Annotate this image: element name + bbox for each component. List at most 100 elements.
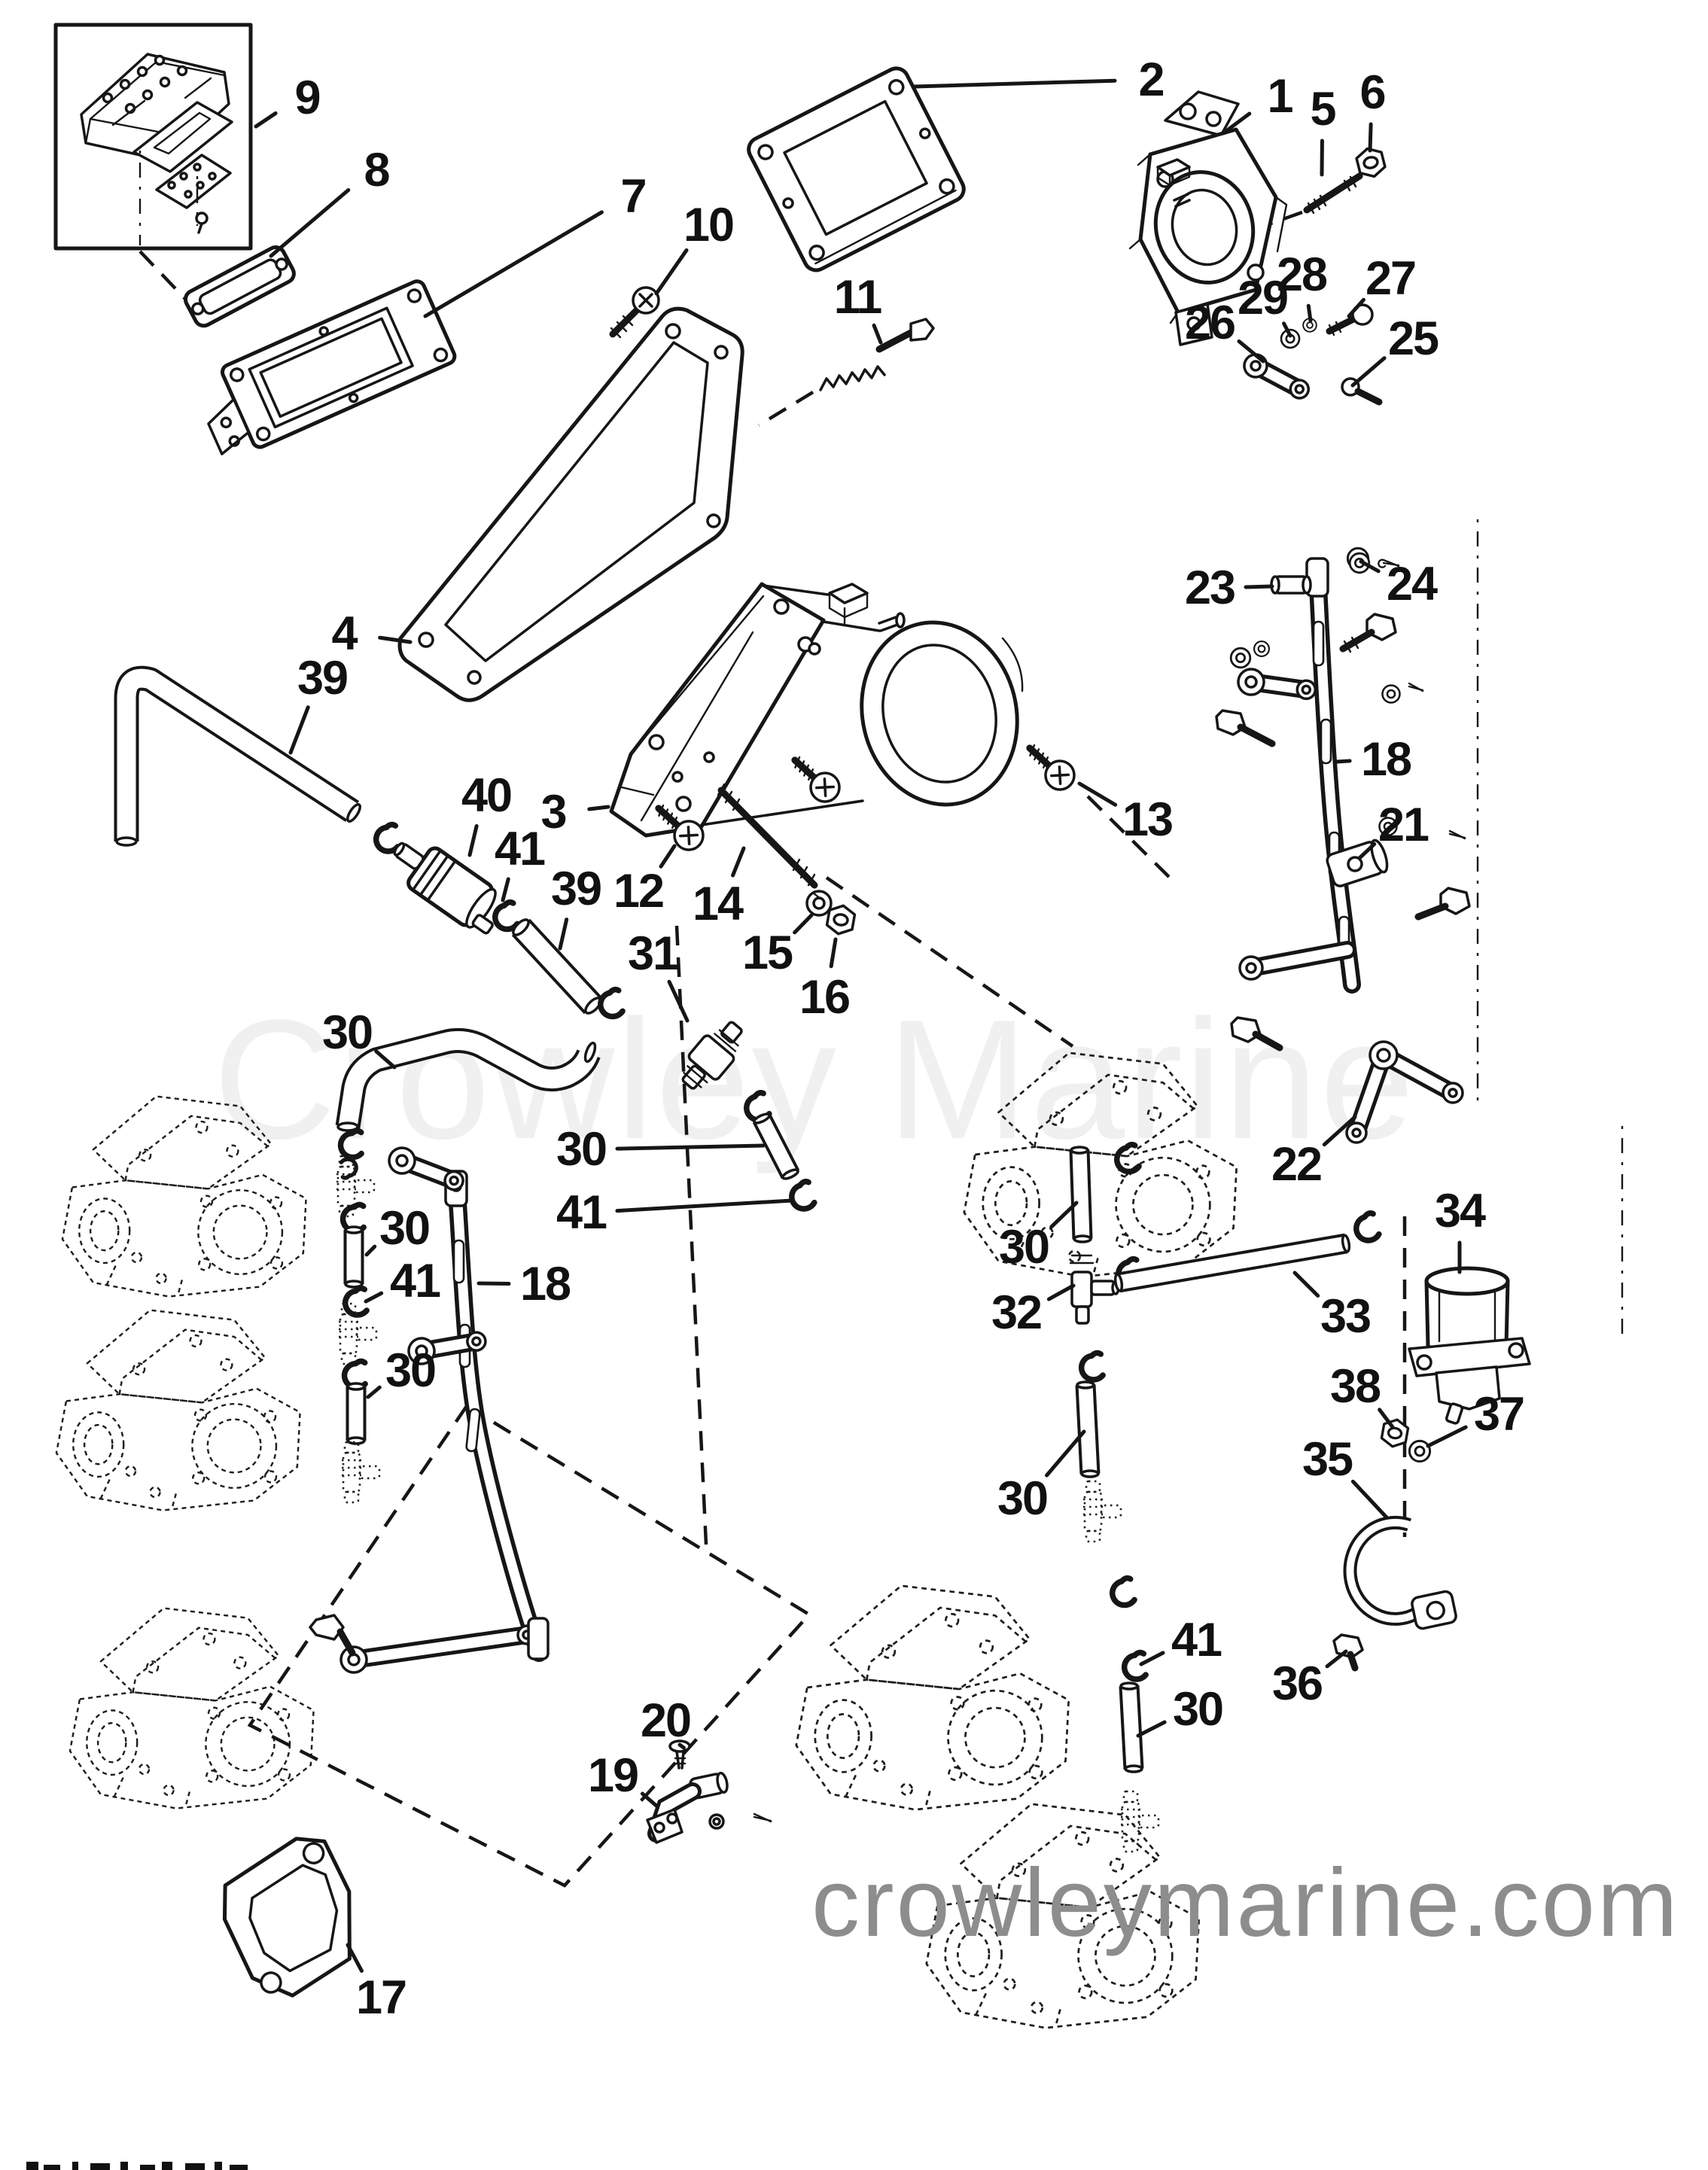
leader-line: [912, 78, 1117, 89]
callout-number: 10: [684, 199, 733, 251]
callout-28: 28: [1277, 248, 1329, 323]
callout-30: 30: [1136, 1683, 1224, 1738]
clip-41: [1110, 1577, 1137, 1608]
enrichment-valve-34: [1408, 1266, 1531, 1425]
callout-30: 30: [322, 1006, 397, 1070]
callout-13: 13: [1077, 781, 1174, 846]
callout-39: 39: [288, 652, 349, 755]
callout-number: 23: [1185, 562, 1235, 614]
leader-line: [1350, 1479, 1389, 1520]
site-url-text: crowleymarine.com: [811, 1849, 1680, 1957]
callout-number: 18: [520, 1258, 571, 1310]
callout-number: 30: [999, 1221, 1049, 1274]
callout-10: 10: [654, 199, 735, 296]
callout-number: 25: [1388, 312, 1439, 365]
stud-5: [1303, 172, 1363, 215]
screw-12b: [785, 750, 845, 808]
callout-number: 15: [742, 927, 793, 979]
tee-fitting-32: [1069, 1254, 1120, 1325]
callout-number: 21: [1378, 799, 1429, 851]
clip-41: [1352, 1212, 1381, 1243]
carburetor-phantom: [69, 1607, 315, 1809]
callout-24: 24: [1359, 558, 1439, 610]
tee-fitting-phantom: [1119, 1790, 1160, 1853]
pin-23: [1270, 575, 1312, 595]
callout-number: 37: [1474, 1388, 1524, 1441]
callout-5: 5: [1310, 83, 1337, 177]
callout-number: 18: [1361, 733, 1411, 786]
callout-number: 41: [495, 823, 545, 875]
callout-number: 20: [641, 1694, 690, 1747]
callout-number: 27: [1365, 252, 1415, 305]
fuel-hose-33: [1113, 1233, 1351, 1293]
leader-line: [1292, 1271, 1320, 1298]
callout-number: 5: [1310, 83, 1335, 135]
fuel-filter-40: [393, 842, 497, 935]
lever-26: [1243, 353, 1311, 400]
callout-number: 14: [693, 878, 744, 930]
callout-35: 35: [1302, 1433, 1389, 1520]
leader-line: [731, 846, 746, 878]
clip-41: [1122, 1652, 1148, 1682]
leader-line: [476, 1281, 511, 1286]
callout-15: 15: [742, 913, 814, 979]
washer-37: [1408, 1439, 1432, 1463]
callout-41: 41: [364, 1255, 442, 1307]
callout-number: 2: [1138, 53, 1163, 106]
carburetor-bank-left: [55, 1095, 315, 1809]
leader-line: [1322, 1115, 1357, 1147]
carburetor-adapter-3: [609, 582, 1024, 838]
callout-19: 19: [588, 1749, 659, 1809]
callout-6: 6: [1359, 66, 1387, 153]
gasket-4: [397, 306, 744, 702]
carburetor-adapter-1: [1128, 90, 1288, 346]
leader-line: [659, 844, 677, 869]
leader-line: [1237, 339, 1265, 364]
callout-30: 30: [556, 1123, 766, 1176]
callout-41: 41: [495, 823, 546, 902]
lock-washer-15: [805, 890, 833, 917]
leader-line: [654, 248, 689, 296]
callout-number: 28: [1277, 248, 1327, 301]
callout-18: 18: [1335, 733, 1413, 786]
callout-number: 41: [556, 1186, 607, 1239]
callout-30: 30: [364, 1202, 431, 1257]
leader-line: [1347, 297, 1365, 318]
screw-10: [609, 286, 660, 339]
clip-41: [787, 1180, 817, 1212]
callout-9: 9: [254, 72, 321, 129]
leader-line: [793, 913, 814, 935]
callout-number: 30: [1173, 1683, 1222, 1736]
intake-adapter-plate-7: [207, 279, 457, 455]
callout-number: 33: [1320, 1290, 1370, 1343]
callout-11: 11: [834, 271, 883, 345]
carburetor-phantom: [55, 1309, 301, 1511]
callout-34: 34: [1435, 1185, 1487, 1274]
screw-13: [1020, 738, 1080, 796]
callout-39: 39: [551, 863, 602, 951]
leader-line: [1378, 1408, 1395, 1429]
fuel-hose-30-right-a: [1069, 1146, 1093, 1243]
leader-line: [288, 705, 310, 755]
throttle-linkage-18-right: [1215, 546, 1471, 1144]
leader-line: [587, 805, 610, 811]
leader-line: [1244, 584, 1274, 589]
callout-23: 23: [1185, 562, 1274, 614]
callout-number: 29: [1238, 272, 1287, 324]
callout-27: 27: [1347, 252, 1417, 318]
callout-number: 16: [799, 971, 849, 1024]
callout-number: 30: [556, 1123, 606, 1176]
callout-4: 4: [331, 607, 413, 660]
leader-line: [364, 1244, 377, 1257]
callout-21: 21: [1357, 799, 1430, 860]
leader-line: [1368, 122, 1373, 153]
leader-line: [615, 1143, 766, 1151]
fuel-hose-30-long: [335, 1027, 601, 1132]
leader-line: [423, 210, 604, 318]
leader-line: [1136, 1720, 1167, 1738]
leader-line: [1139, 1651, 1165, 1666]
leader-line: [269, 188, 351, 258]
callout-number: 13: [1122, 793, 1172, 846]
